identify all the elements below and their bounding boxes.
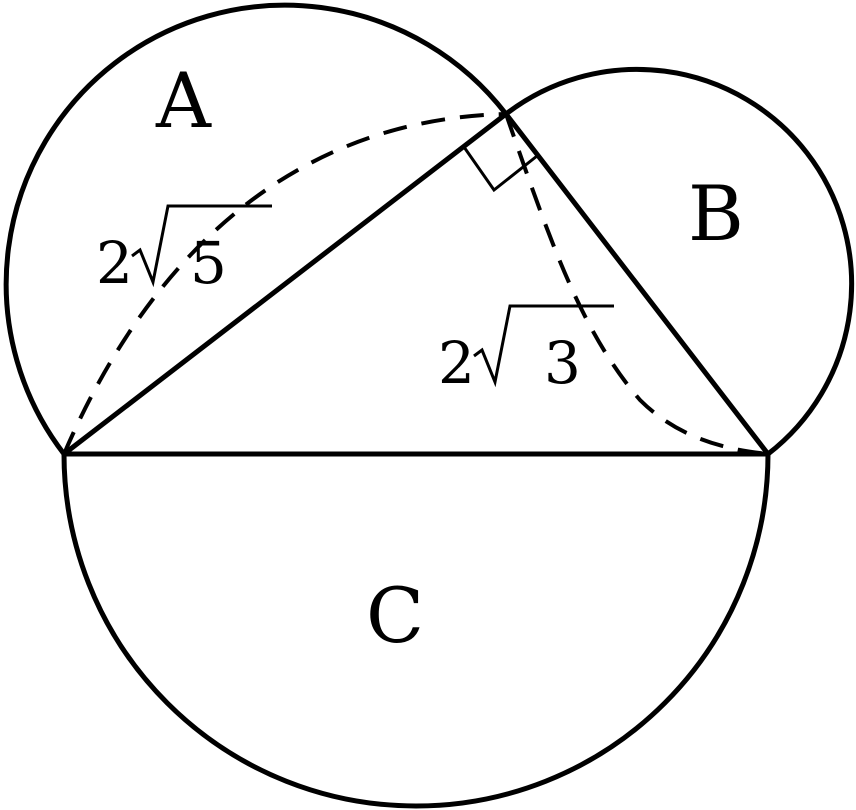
- label-c: C: [366, 571, 424, 660]
- semicircle-b: [503, 66, 855, 457]
- length-right-radicand: 3: [544, 329, 581, 397]
- label-a: A: [155, 56, 212, 145]
- radical-sign-right: [473, 304, 614, 388]
- triangle: [61, 111, 771, 457]
- dashed-arc-b: [504, 113, 769, 456]
- length-left-coef: 2: [96, 229, 133, 297]
- right-angle-marker: [462, 146, 538, 193]
- semicircle-c: [61, 451, 771, 809]
- radical-sign-left: [131, 204, 272, 288]
- length-right-coef: 2: [438, 329, 475, 397]
- dashed-arc-a: [62, 112, 507, 455]
- label-b: B: [688, 169, 744, 258]
- semicircle-a: [3, 2, 509, 457]
- length-left-radicand: 5: [190, 229, 227, 297]
